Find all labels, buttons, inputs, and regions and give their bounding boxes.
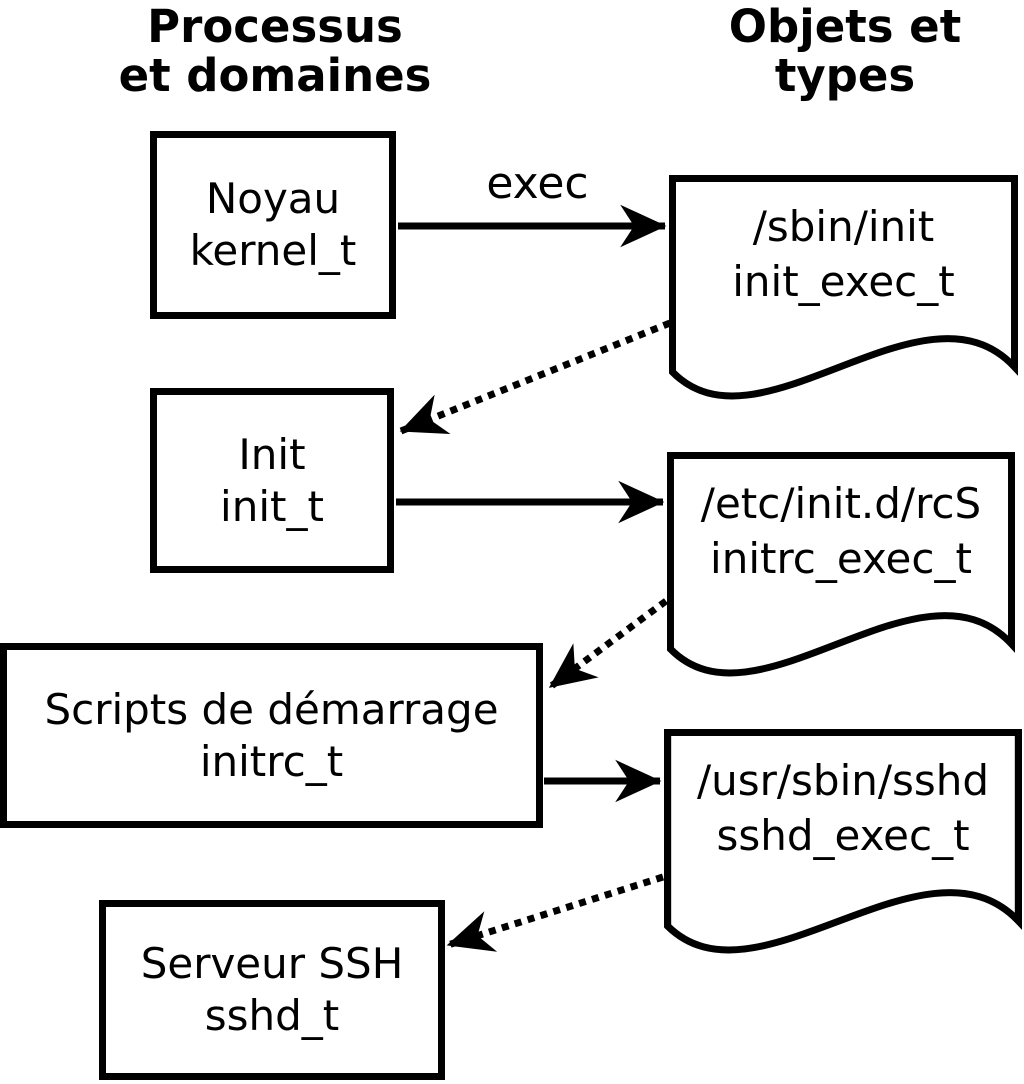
object-node-sshd-exec: /usr/sbin/sshd sshd_exec_t	[664, 729, 1022, 955]
process-domain-type: sshd_t	[204, 991, 340, 1040]
object-path: /usr/sbin/sshd	[696, 756, 990, 805]
dotted-arrow-sshd-exec-to-sshd	[446, 873, 665, 952]
document-shape-icon	[664, 729, 1022, 954]
object-node-init-exec: /sbin/init init_exec_t	[669, 175, 1018, 401]
object-path: /sbin/init	[752, 202, 935, 251]
process-name: Noyau	[205, 174, 341, 223]
process-node-init: Init init_t	[150, 388, 394, 573]
column-header-processes-line2: et domaines	[118, 49, 432, 102]
process-domain-type: initrc_t	[199, 736, 344, 786]
process-name: Scripts de démarrage	[44, 684, 499, 734]
dotted-arrow-init-exec-to-init	[399, 319, 672, 435]
column-header-objects: Objets et types	[615, 2, 1024, 100]
object-type: initrc_exec_t	[710, 534, 972, 583]
object-type: sshd_exec_t	[716, 811, 970, 860]
process-node-sshd: Serveur SSH sshd_t	[99, 900, 445, 1080]
column-header-objects-line2: types	[774, 49, 916, 102]
object-type: init_exec_t	[732, 257, 955, 306]
column-header-processes-line1: Processus	[147, 0, 403, 53]
process-node-initrc: Scripts de démarrage initrc_t	[0, 643, 543, 828]
dotted-arrow-initrc-exec-to-initrc	[547, 598, 669, 690]
process-name: Init	[238, 429, 306, 479]
object-path: /etc/init.d/rcS	[700, 479, 982, 528]
process-domain-type: init_t	[220, 481, 324, 531]
document-shape-icon	[667, 452, 1015, 677]
column-header-objects-line1: Objets et	[728, 0, 962, 53]
column-header-processes: Processus et domaines	[45, 2, 505, 100]
document-shape-icon	[669, 175, 1018, 400]
exec-arrow-label: exec	[486, 158, 589, 209]
object-node-initrc-exec: /etc/init.d/rcS initrc_exec_t	[667, 452, 1015, 678]
process-name: Serveur SSH	[140, 939, 404, 988]
process-node-kernel: Noyau kernel_t	[150, 131, 396, 319]
process-domain-type: kernel_t	[189, 226, 357, 275]
